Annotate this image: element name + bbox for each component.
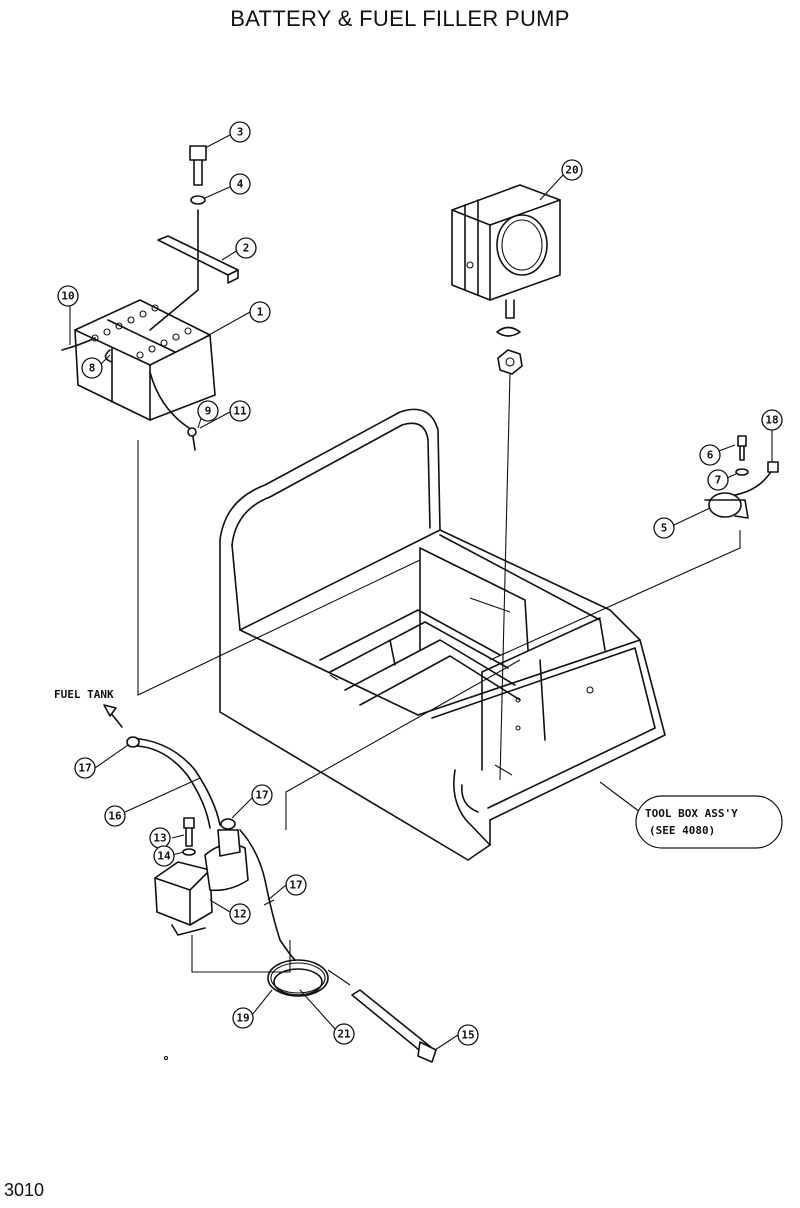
svg-text:13: 13	[153, 832, 166, 845]
callout-11: 11	[229, 400, 251, 422]
svg-text:10: 10	[61, 290, 74, 303]
callout-14: 14	[153, 845, 175, 867]
svg-text:15: 15	[461, 1029, 474, 1042]
fuel-tank-label: FUEL TANK	[54, 688, 114, 701]
svg-text:12: 12	[233, 908, 246, 921]
callout-17-hose: 17	[285, 874, 307, 896]
svg-text:1: 1	[257, 306, 264, 319]
page-title: BATTERY & FUEL FILLER PUMP	[230, 6, 570, 31]
hoses-and-nozzle	[103, 659, 521, 1063]
callout-7: 7	[707, 469, 729, 491]
svg-text:21: 21	[337, 1028, 351, 1041]
svg-text:2: 2	[243, 242, 250, 255]
fuel-pump	[154, 817, 291, 973]
svg-text:17: 17	[78, 762, 91, 775]
svg-text:8: 8	[89, 362, 96, 375]
callout-17-fuel-tank: 17	[74, 757, 96, 779]
svg-text:17: 17	[255, 789, 268, 802]
callout-3: 3	[229, 121, 251, 143]
callout-12: 12	[229, 903, 251, 925]
callout-18: 18	[761, 409, 783, 431]
svg-text:4: 4	[237, 178, 244, 191]
callout-15: 15	[457, 1024, 479, 1046]
tool-box-label-line1: TOOL BOX ASS'Y	[645, 807, 738, 820]
svg-text:17: 17	[289, 879, 302, 892]
callout-5: 5	[653, 517, 675, 539]
svg-text:18: 18	[765, 414, 778, 427]
battery-switch	[489, 435, 779, 661]
svg-text:6: 6	[707, 449, 714, 462]
tool-box-assembly	[219, 408, 666, 861]
callout-21: 21	[333, 1023, 355, 1045]
svg-text:19: 19	[236, 1012, 249, 1025]
callout-20: 20	[561, 159, 583, 181]
callout-6: 6	[699, 444, 721, 466]
callout-17-pump-inlet: 17	[251, 784, 273, 806]
svg-text:20: 20	[565, 164, 578, 177]
tool-box-label-line2: (SEE 4080)	[649, 824, 715, 837]
callout-8: 8	[81, 357, 103, 379]
battery-assembly	[61, 145, 239, 451]
leader-lines	[69, 134, 773, 1051]
callout-13: 13	[149, 827, 171, 849]
callout-1: 1	[249, 301, 271, 323]
svg-text:11: 11	[233, 405, 247, 418]
svg-text:9: 9	[205, 405, 212, 418]
tool-box-note: TOOL BOX ASS'Y (SEE 4080)	[635, 795, 783, 849]
page-number: 3010	[4, 1180, 45, 1200]
callout-16: 16	[104, 805, 126, 827]
work-lamp	[451, 184, 561, 781]
svg-text:3: 3	[237, 126, 244, 139]
callout-10: 10	[57, 285, 79, 307]
svg-text:14: 14	[157, 850, 171, 863]
callout-9: 9	[197, 400, 219, 422]
callout-19: 19	[232, 1007, 254, 1029]
svg-text:5: 5	[661, 522, 668, 535]
svg-text:7: 7	[715, 474, 722, 487]
callout-2: 2	[235, 237, 257, 259]
callout-4: 4	[229, 173, 251, 195]
svg-text:16: 16	[108, 810, 122, 823]
